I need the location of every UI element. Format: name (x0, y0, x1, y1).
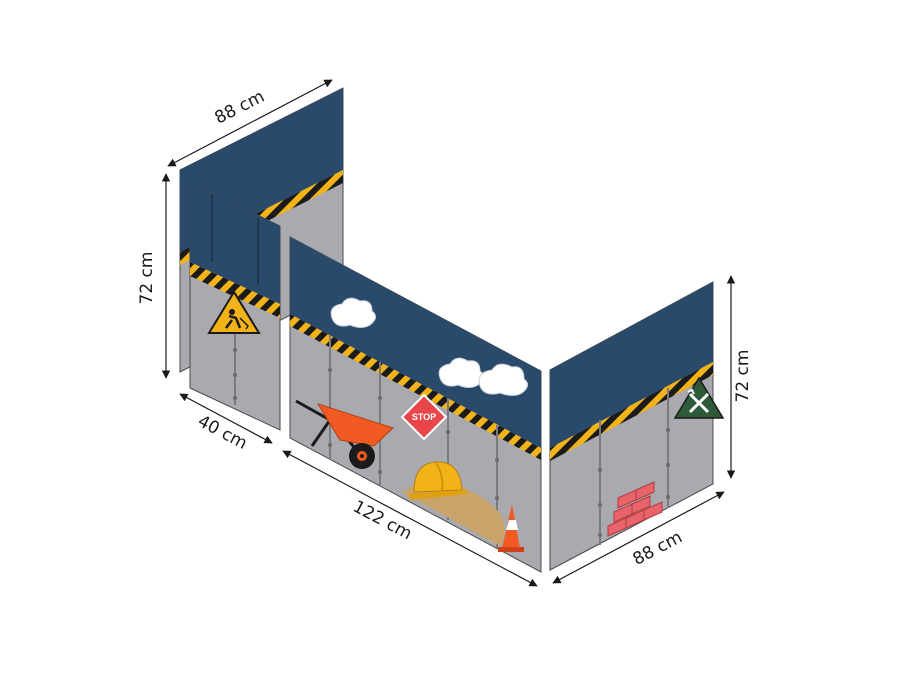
stop-sign-icon: STOP (400, 393, 448, 441)
dimension-lines (161, 79, 736, 587)
right-panel (549, 281, 725, 571)
cloud-icon (330, 297, 376, 328)
worker-sign-icon (207, 290, 261, 334)
dim-right-width: 88 cm (630, 527, 686, 570)
dim-left-height: 72 cm (137, 252, 157, 305)
cloud-icon (438, 357, 484, 388)
tools-sign-icon (673, 376, 725, 419)
left-side-panel (189, 181, 281, 431)
dim-right-height: 72 cm (733, 350, 753, 403)
dim-back-width: 88 cm (212, 87, 268, 129)
dim-left-depth: 40 cm (194, 411, 250, 454)
cloud-icon (478, 363, 528, 396)
stop-sign-text: STOP (412, 412, 436, 422)
